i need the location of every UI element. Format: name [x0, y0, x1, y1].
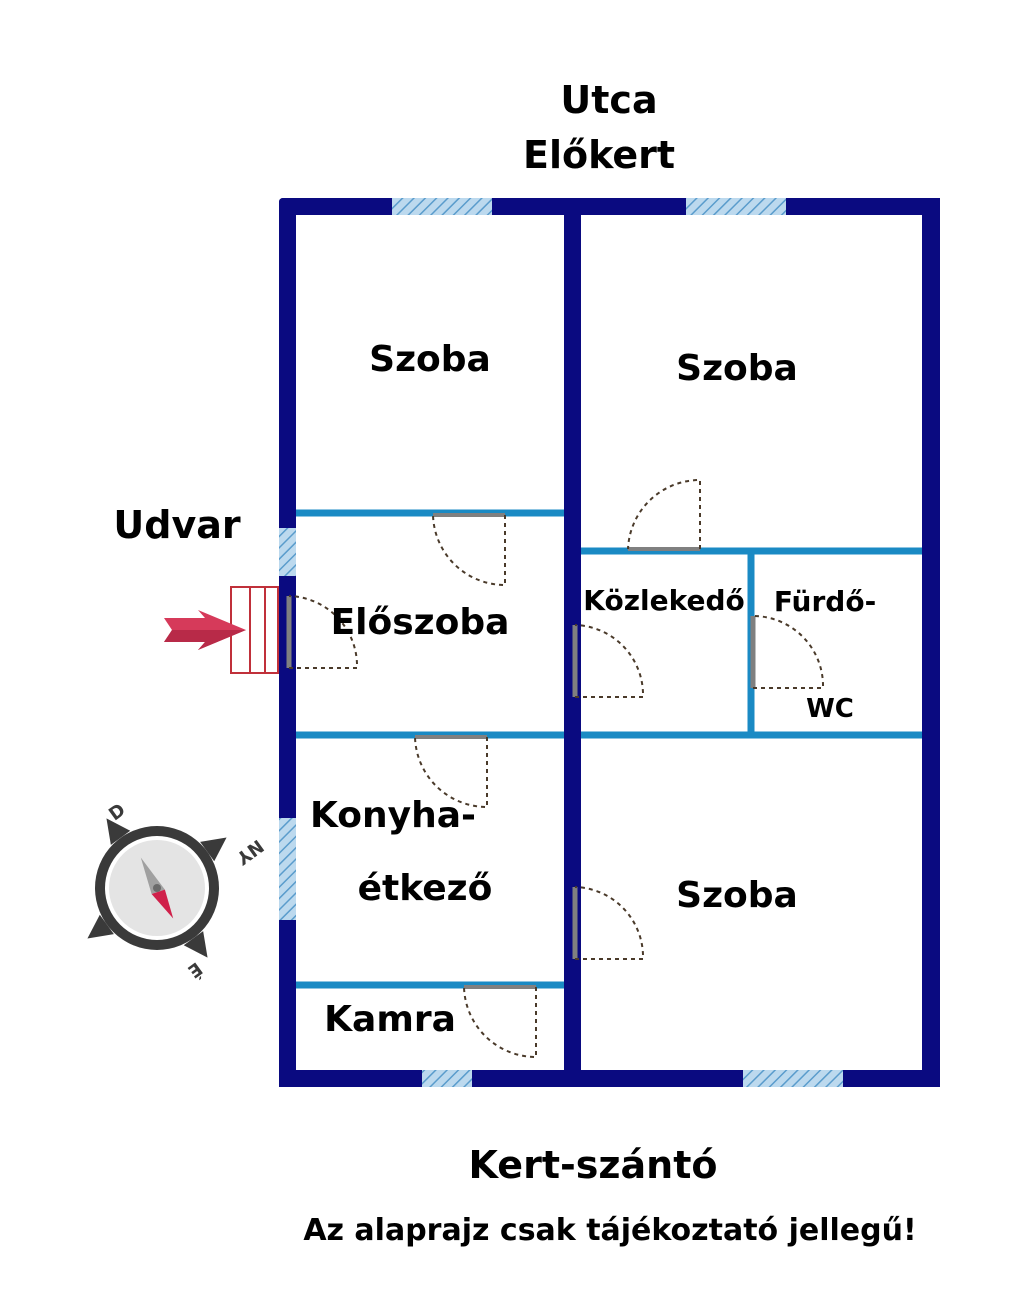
- room-label-pantry: Kamra: [324, 999, 456, 1040]
- room-label-kitchen-line1: Konyha-: [310, 795, 476, 836]
- door-pantry: [463, 985, 537, 1059]
- windows: [279, 198, 843, 1087]
- door-room-top-left: [432, 513, 506, 587]
- room-label-bath-line1: Fürdő-: [774, 585, 876, 618]
- compass-label-west: NY: [231, 835, 267, 869]
- window-top-right: [686, 198, 786, 215]
- disclaimer-text: Az alaprajz csak tájékoztató jellegű!: [303, 1213, 916, 1248]
- doors: [286, 478, 825, 1059]
- compass-label-north: É: [184, 957, 207, 982]
- door-room-bottom-right: [572, 886, 645, 960]
- window-top-left: [392, 198, 492, 215]
- door-corridor: [572, 624, 645, 698]
- room-label-top-right: Szoba: [676, 348, 798, 389]
- room-label-hall: Előszoba: [331, 602, 510, 643]
- door-entrance: [286, 595, 359, 669]
- window-left-hall: [279, 528, 296, 576]
- room-label-bottom-right: Szoba: [676, 875, 798, 916]
- front-garden-label: Előkert: [523, 133, 675, 177]
- door-room-top-right: [627, 478, 701, 551]
- compass-icon: D NY É: [87, 800, 267, 983]
- back-garden-label: Kert-szántó: [469, 1143, 718, 1187]
- room-label-corridor: Közlekedő: [583, 584, 744, 617]
- door-bathroom: [750, 615, 825, 689]
- room-label-bath-line2: WC: [806, 694, 854, 724]
- street-label: Utca: [560, 78, 657, 122]
- window-left-kitchen: [279, 818, 296, 920]
- room-label-kitchen-line2: étkező: [358, 868, 493, 909]
- window-bottom-right: [743, 1070, 843, 1087]
- window-bottom-left: [422, 1070, 472, 1087]
- room-label-top-left: Szoba: [369, 339, 491, 380]
- door-kitchen: [414, 735, 488, 809]
- yard-label: Udvar: [113, 503, 240, 547]
- entrance-arrow-icon: [164, 610, 246, 650]
